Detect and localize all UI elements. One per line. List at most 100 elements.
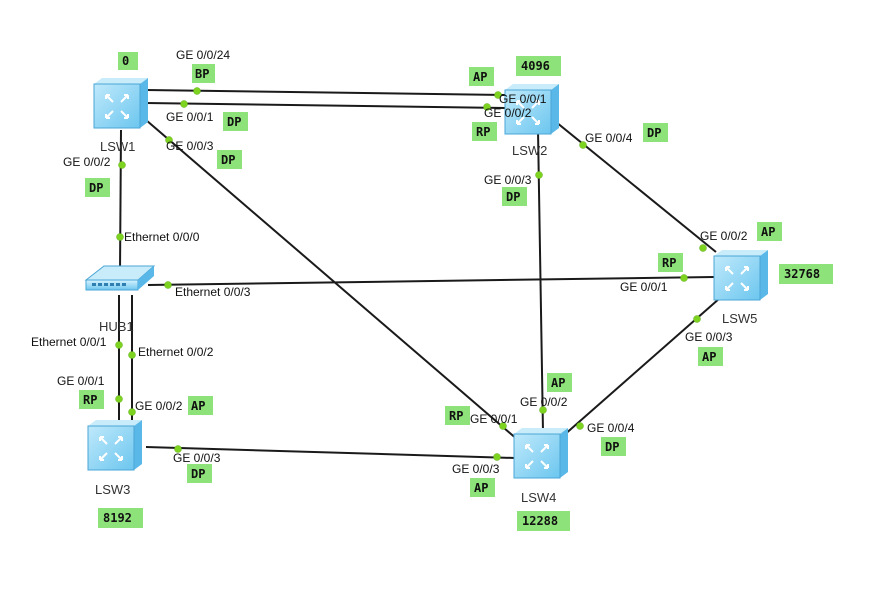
device-name-lsw4: LSW4 xyxy=(521,490,556,505)
priority-value-lsw1: 0 xyxy=(122,54,129,68)
port-label-lsw5-g1: GE 0/0/1 xyxy=(620,280,668,294)
port-dots xyxy=(115,87,707,461)
role-badge-lsw4-g3: AP xyxy=(470,478,495,497)
link-lsw1-lsw2-g1[interactable] xyxy=(145,102,506,109)
hub-hub1[interactable] xyxy=(84,265,156,291)
port-label-lsw3-g3: GE 0/0/3 xyxy=(173,451,221,465)
links xyxy=(118,89,721,459)
switch-lsw3[interactable] xyxy=(87,420,142,471)
role-badge-lsw2-g1: AP xyxy=(469,67,494,86)
l3-switch-icon xyxy=(93,83,141,129)
link-lsw1-lsw4[interactable] xyxy=(145,119,519,441)
device-name-hub1: HUB1 xyxy=(99,319,134,334)
port-dot-lsw4-g1[interactable] xyxy=(499,422,507,430)
port-dot-lsw3-g1[interactable] xyxy=(115,395,123,403)
link-lsw3-lsw4[interactable] xyxy=(145,446,516,459)
role-text: RP xyxy=(662,256,676,270)
role-badge-lsw4-g2: AP xyxy=(547,373,572,392)
switch-lsw5[interactable] xyxy=(713,250,768,301)
role-badge-lsw2-g3: DP xyxy=(502,187,527,206)
port-dot-lsw2-g2[interactable] xyxy=(483,103,491,111)
priority-value-lsw3: 8192 xyxy=(103,511,132,525)
port-dot-lsw1-g24[interactable] xyxy=(193,87,201,95)
port-dot-hub-e3[interactable] xyxy=(164,281,172,289)
device-name-lsw3: LSW3 xyxy=(95,482,130,497)
port-label-lsw1-g24: GE 0/0/24 xyxy=(176,48,230,62)
priority-badge-lsw5: 32768 xyxy=(779,264,833,284)
port-dot-lsw4-g3[interactable] xyxy=(493,453,501,461)
link-lsw1-hub1[interactable] xyxy=(119,129,122,273)
port-dot-hub-e0[interactable] xyxy=(116,233,124,241)
priority-badge-lsw4: 12288 xyxy=(517,511,570,531)
role-badge-lsw5-g3: AP xyxy=(698,347,723,366)
role-text: DP xyxy=(221,153,235,167)
role-badge-lsw5-g2: AP xyxy=(757,222,782,241)
port-label-lsw4-g3: GE 0/0/3 xyxy=(452,462,500,476)
role-badges: BP DP DP DP AP RP DP DP AP RP AP RP AP D… xyxy=(79,64,782,497)
role-badge-lsw4-g4: DP xyxy=(601,437,626,456)
port-dot-lsw4-g4[interactable] xyxy=(576,422,584,430)
port-dot-lsw3-g3[interactable] xyxy=(174,445,182,453)
port-dot-hub-e2[interactable] xyxy=(128,351,136,359)
port-label-lsw1-g3: GE 0/0/3 xyxy=(166,139,214,153)
role-text: AP xyxy=(761,225,775,239)
role-text: RP xyxy=(449,409,463,423)
role-badge-lsw2-g4: DP xyxy=(643,123,668,142)
port-dot-lsw2-g3[interactable] xyxy=(535,171,543,179)
role-text: RP xyxy=(83,393,97,407)
device-name-lsw5: LSW5 xyxy=(722,311,757,326)
role-text: BP xyxy=(195,67,209,81)
port-label-lsw4-g1: GE 0/0/1 xyxy=(470,412,518,426)
switch-lsw2[interactable] xyxy=(504,84,559,135)
role-badge-lsw1-g24: BP xyxy=(192,64,215,83)
port-dot-lsw5-g3[interactable] xyxy=(693,315,701,323)
role-badge-lsw3-g1: RP xyxy=(79,390,104,409)
port-label-lsw3-g1: GE 0/0/1 xyxy=(57,374,105,388)
port-dot-lsw5-g2[interactable] xyxy=(699,244,707,252)
port-dot-lsw1-g2[interactable] xyxy=(118,161,126,169)
link-lsw2-lsw5[interactable] xyxy=(555,121,717,253)
port-label-lsw5-g2: GE 0/0/2 xyxy=(700,229,748,243)
priority-badge-lsw3: 8192 xyxy=(98,508,143,528)
link-lsw1-lsw2-g24[interactable] xyxy=(145,89,506,96)
switch-lsw4[interactable] xyxy=(513,428,568,479)
role-text: DP xyxy=(227,115,241,129)
link-hub1-lsw5[interactable] xyxy=(147,276,715,286)
l3-switch-icon xyxy=(513,433,561,479)
port-label-lsw2-g3: GE 0/0/3 xyxy=(484,173,532,187)
port-label-lsw2-g1: GE 0/0/1 xyxy=(499,92,547,106)
priority-badge-lsw1: 0 xyxy=(118,52,138,70)
role-badge-lsw1-g2: DP xyxy=(85,178,110,197)
port-label-lsw4-g2: GE 0/0/2 xyxy=(520,395,568,409)
l3-switch-icon xyxy=(87,425,135,471)
port-label-lsw2-g4: GE 0/0/4 xyxy=(585,131,633,145)
role-text: AP xyxy=(551,376,565,390)
port-label-hub-e3: Ethernet 0/0/3 xyxy=(175,285,251,299)
port-dot-hub-e1[interactable] xyxy=(115,341,123,349)
port-label-lsw2-g2: GE 0/0/2 xyxy=(484,106,532,120)
port-dot-lsw5-g1[interactable] xyxy=(680,274,688,282)
port-dot-lsw2-g4[interactable] xyxy=(579,141,587,149)
switch-lsw1[interactable] xyxy=(93,78,148,129)
role-badge-lsw1-g3: DP xyxy=(217,150,242,169)
link-lsw2-lsw4[interactable] xyxy=(537,129,544,433)
port-label-hub-e2: Ethernet 0/0/2 xyxy=(138,345,214,359)
role-badge-lsw2-g2: RP xyxy=(472,122,497,141)
port-label-lsw3-g2: GE 0/0/2 xyxy=(135,399,183,413)
port-dot-lsw1-g3[interactable] xyxy=(165,136,173,144)
priority-value-lsw5: 32768 xyxy=(784,267,820,281)
port-dot-lsw1-g1[interactable] xyxy=(180,100,188,108)
port-dot-lsw2-g1[interactable] xyxy=(494,91,502,99)
device-name-lsw1: LSW1 xyxy=(100,139,135,154)
role-badge-lsw3-g2: AP xyxy=(188,396,213,415)
port-label-hub-e1: Ethernet 0/0/1 xyxy=(31,335,107,349)
priority-value-lsw2: 4096 xyxy=(521,59,550,73)
port-label-lsw4-g4: GE 0/0/4 xyxy=(587,421,635,435)
l3-switch-icon xyxy=(713,255,761,301)
role-text: DP xyxy=(506,190,520,204)
port-dot-lsw3-g2[interactable] xyxy=(128,408,136,416)
role-text: DP xyxy=(605,440,619,454)
port-dot-lsw4-g2[interactable] xyxy=(539,406,547,414)
device-name-lsw2: LSW2 xyxy=(512,143,547,158)
